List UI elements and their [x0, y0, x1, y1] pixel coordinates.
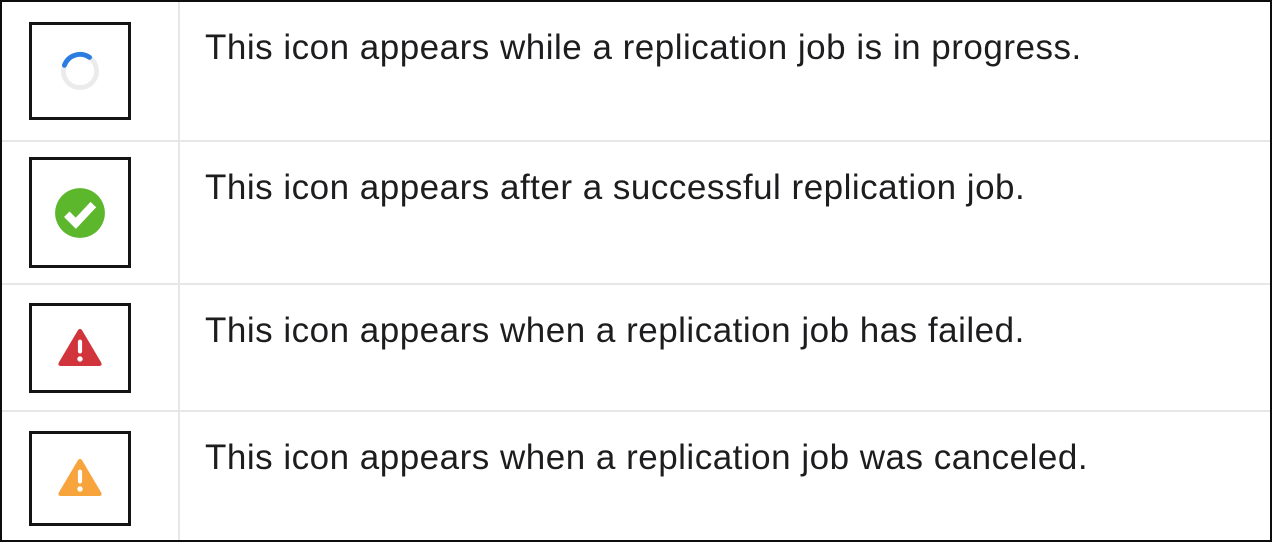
exclamation-bar — [77, 469, 83, 484]
icon-box — [29, 157, 131, 268]
icon-description: This icon appears while a replication jo… — [205, 28, 1082, 67]
canceled-warning-icon — [58, 458, 102, 497]
exclamation-bar — [77, 339, 83, 353]
check-mark — [64, 201, 97, 229]
table-row: This icon appears when a replication job… — [2, 285, 1270, 412]
icon-cell — [2, 2, 180, 140]
icon-cell — [2, 285, 180, 410]
description-cell: This icon appears when a replication job… — [180, 285, 1270, 410]
description-cell: This icon appears while a replication jo… — [180, 2, 1270, 140]
description-cell: This icon appears when a replication job… — [180, 412, 1270, 540]
icon-box — [29, 302, 131, 393]
table-row: This icon appears after a successful rep… — [2, 142, 1270, 285]
icon-description: This icon appears when a replication job… — [205, 311, 1025, 350]
icon-box — [29, 22, 131, 120]
table-row: This icon appears when a replication job… — [2, 412, 1270, 540]
icon-cell — [2, 142, 180, 283]
icon-cell — [2, 412, 180, 540]
failed-warning-icon — [58, 328, 102, 366]
spinner-arc — [61, 51, 92, 68]
icon-box — [29, 430, 131, 526]
table-row: This icon appears while a replication jo… — [2, 2, 1270, 142]
in-progress-spinner-icon — [60, 51, 100, 91]
icon-description: This icon appears when a replication job… — [205, 438, 1089, 477]
exclamation-dot — [77, 486, 83, 492]
description-cell: This icon appears after a successful rep… — [180, 142, 1270, 283]
icon-description: This icon appears after a successful rep… — [205, 168, 1026, 207]
exclamation-dot — [77, 355, 83, 362]
success-circle — [55, 187, 105, 238]
success-check-icon — [55, 187, 105, 238]
